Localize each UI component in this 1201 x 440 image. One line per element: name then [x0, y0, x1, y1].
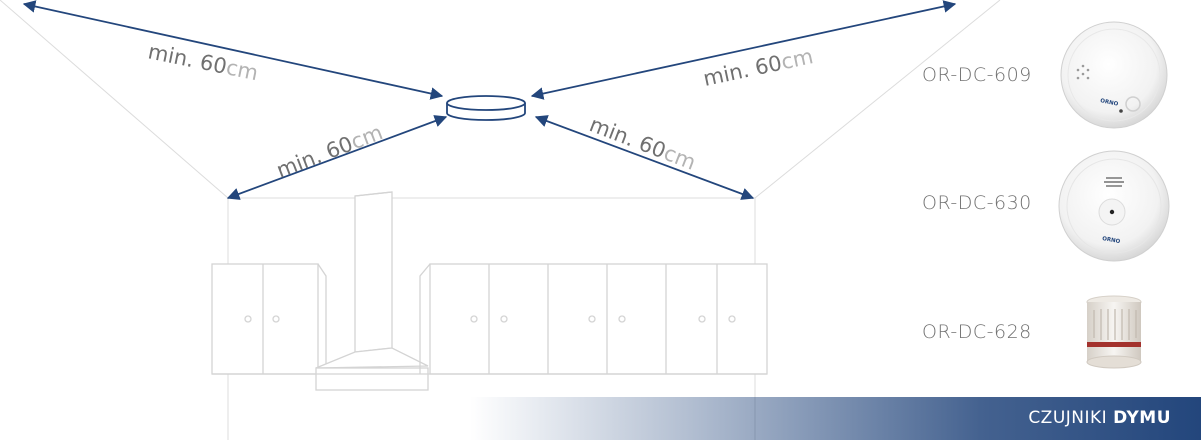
distance-label-upper-left: min. 60cm [146, 39, 260, 85]
distance-label-upper-right: min. 60cm [701, 44, 815, 91]
product-label-or-dc-630: OR-DC-630 [922, 192, 1032, 214]
distance-arrows [22, 0, 957, 200]
brand-mark-609: ORNO [1100, 98, 1119, 108]
distance-label-lower-left: min. 60cm [273, 120, 386, 182]
brand-mark-630: ORNO [1102, 236, 1121, 245]
ceiling-detector [446, 95, 526, 121]
banner-title: CZUJNIKI DYMU [1028, 408, 1171, 428]
arrow-lower-left [226, 115, 448, 200]
product-label-or-dc-609: OR-DC-609 [922, 64, 1032, 86]
category-banner: CZUJNIKI DYMU [470, 397, 1201, 440]
product-label-or-dc-628: OR-DC-628 [922, 321, 1032, 343]
arrow-upper-left [22, 0, 444, 100]
upper-cabinets [211, 191, 768, 391]
product-image-or-dc-609: ORNO [1060, 21, 1168, 129]
arrow-lower-right [534, 115, 755, 200]
distance-label-lower-right: min. 60cm [586, 112, 699, 174]
product-image-or-dc-628 [1086, 295, 1142, 369]
arrow-upper-right [530, 0, 957, 100]
product-image-or-dc-630: ORNO [1058, 150, 1170, 262]
